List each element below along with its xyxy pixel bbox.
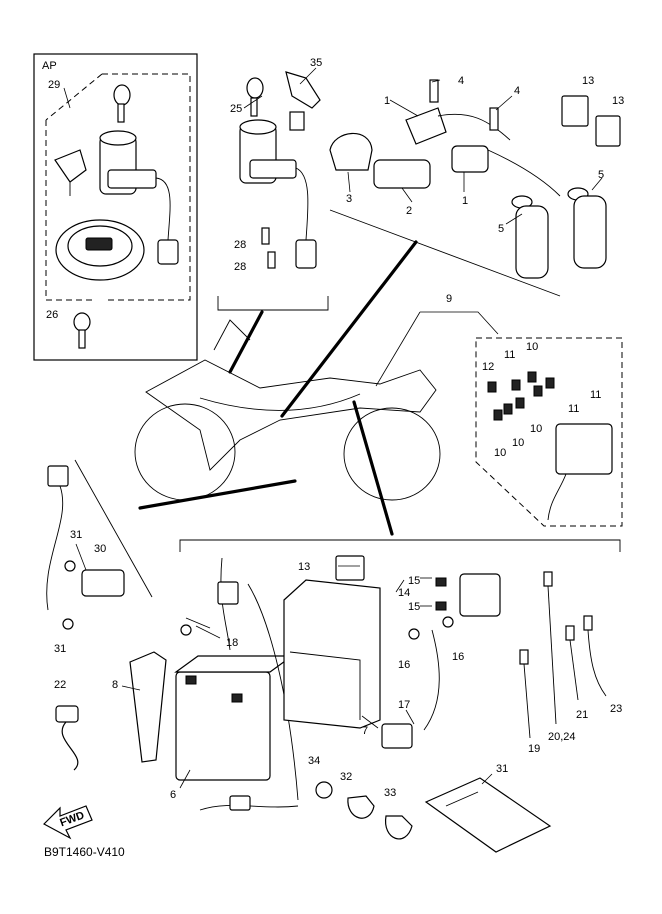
callout-1-upper: 1 bbox=[384, 95, 390, 107]
callout-9: 9 bbox=[446, 293, 452, 305]
callout-25: 25 bbox=[230, 103, 242, 115]
spark-plug-cap-left bbox=[511, 195, 549, 279]
callout-10-bottom: 10 bbox=[494, 447, 506, 459]
callout-16-right: 16 bbox=[452, 651, 464, 663]
callout-4-right: 4 bbox=[514, 85, 520, 97]
callout-5-left: 5 bbox=[498, 223, 504, 235]
callout-30-upper: 31 bbox=[70, 529, 82, 541]
battery-group bbox=[129, 557, 299, 811]
harness-leaders bbox=[74, 240, 621, 598]
key-25-part bbox=[246, 77, 264, 117]
ignition-coil-group bbox=[329, 79, 621, 297]
callout-11-top: 11 bbox=[504, 349, 515, 361]
fuses bbox=[487, 371, 555, 421]
lean-sensor-group bbox=[46, 465, 125, 630]
callout-2: 2 bbox=[406, 205, 412, 217]
callout-28: 29 bbox=[48, 79, 60, 91]
callout-32: 32 bbox=[340, 771, 352, 783]
key-26-part bbox=[73, 312, 91, 349]
clamp-22-part bbox=[55, 705, 79, 771]
clip-34-part bbox=[315, 781, 333, 799]
callout-leaders bbox=[63, 67, 603, 789]
ap-panel-label: AP bbox=[42, 60, 57, 72]
ap-panel: AP bbox=[33, 53, 198, 361]
starter-relay-group bbox=[381, 573, 501, 749]
callout-8: 8 bbox=[112, 679, 118, 691]
callout-31: 31 bbox=[496, 763, 508, 775]
callout-27-lower: 28 bbox=[234, 261, 246, 273]
battery-cover-group bbox=[283, 555, 381, 729]
battery-band-part bbox=[129, 651, 167, 763]
callout-29: 30 bbox=[94, 543, 106, 555]
callout-4-left: 4 bbox=[458, 75, 464, 87]
callout-16-left: 16 bbox=[398, 659, 410, 671]
fuse-box-panel bbox=[475, 337, 623, 527]
callout-19: 19 bbox=[528, 743, 540, 755]
callout-13-mid: 13 bbox=[298, 561, 310, 573]
callout-13-left: 13 bbox=[582, 75, 594, 87]
callout-10-top: 10 bbox=[526, 341, 538, 353]
callout-34: 34 bbox=[308, 755, 320, 767]
clamp-33-part bbox=[385, 815, 413, 840]
callout-7: 7 bbox=[362, 725, 368, 737]
callout-15-lower: 15 bbox=[408, 601, 420, 613]
callout-10-mid: 10 bbox=[530, 423, 542, 435]
callout-numbers: 29 26 25 35 28 28 1 1 2 3 4 4 13 13 5 5 … bbox=[46, 57, 624, 801]
cable-ties-group bbox=[519, 571, 607, 739]
callout-26: 26 bbox=[46, 309, 58, 321]
fuel-cap-part bbox=[55, 219, 145, 281]
callout-20-24: 20,24 bbox=[548, 731, 576, 743]
lock-plate-part bbox=[54, 149, 87, 196]
callout-11-lower: 11 bbox=[568, 403, 579, 415]
callout-18: 18 bbox=[226, 637, 238, 649]
relay-13-top bbox=[561, 95, 621, 147]
callout-30-lower: 31 bbox=[54, 643, 66, 655]
bracket-35-part bbox=[285, 71, 321, 131]
callout-21: 21 bbox=[576, 709, 588, 721]
drawing-code: B9T1460-V410 bbox=[44, 845, 125, 859]
callout-22: 22 bbox=[54, 679, 66, 691]
battery-part bbox=[175, 671, 271, 781]
callout-10-low: 10 bbox=[512, 437, 524, 449]
plate-31-part bbox=[424, 777, 552, 853]
switch-25-part bbox=[239, 119, 317, 269]
spark-plug-cap-right bbox=[567, 187, 607, 269]
callout-33: 33 bbox=[384, 787, 396, 799]
clamp-32-part bbox=[347, 795, 375, 819]
callout-3: 3 bbox=[346, 193, 352, 205]
motorcycle-outline bbox=[134, 319, 441, 501]
callout-11-right: 11 bbox=[590, 389, 601, 401]
callout-5-right: 5 bbox=[598, 169, 604, 181]
callout-14: 14 bbox=[398, 587, 410, 599]
callout-35: 35 bbox=[310, 57, 322, 69]
fwd-arrow-icon: FWD bbox=[43, 805, 93, 840]
callout-1-lower: 1 bbox=[462, 195, 468, 207]
callout-6: 6 bbox=[170, 789, 176, 801]
callout-17: 17 bbox=[398, 699, 410, 711]
callout-23: 23 bbox=[610, 703, 622, 715]
callout-12: 12 bbox=[482, 361, 494, 373]
key-set-group bbox=[217, 71, 329, 311]
callout-13-right: 13 bbox=[612, 95, 624, 107]
screw-27-part bbox=[261, 227, 276, 269]
key-part bbox=[113, 84, 131, 123]
main-switch-part bbox=[99, 130, 179, 265]
callout-15-upper: 15 bbox=[408, 575, 420, 587]
callout-27-upper: 28 bbox=[234, 239, 246, 251]
